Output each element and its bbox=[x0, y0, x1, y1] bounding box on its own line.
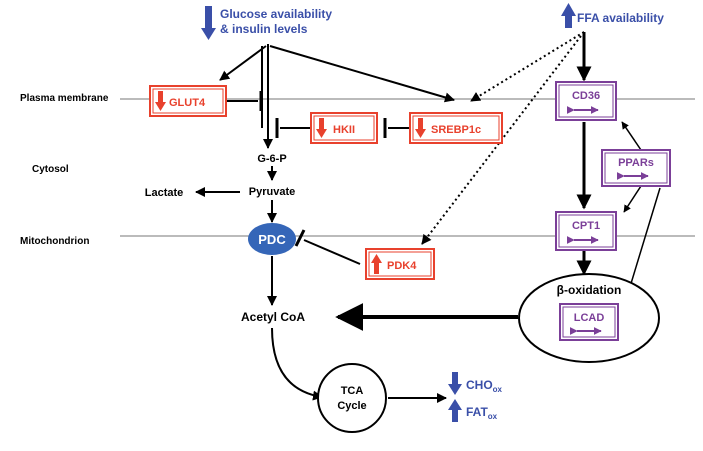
srebp1c-label: SREBP1c bbox=[431, 124, 481, 136]
pdk4-label: PDK4 bbox=[387, 260, 417, 272]
fat-up-arrow-icon bbox=[448, 399, 462, 422]
acetyl-coa-label: Acetyl CoA bbox=[241, 310, 305, 324]
hkii-box: HKII bbox=[310, 112, 378, 144]
lcad-box: LCAD bbox=[559, 303, 619, 341]
cho-text: CHO bbox=[466, 378, 493, 392]
pdc-node bbox=[248, 223, 296, 255]
ppars-to-cd36-arrow bbox=[621, 121, 642, 151]
fat-label: FATox bbox=[466, 405, 498, 421]
tca-label-line2: Cycle bbox=[337, 400, 366, 412]
glucose-label-line1: Glucose availability bbox=[220, 7, 332, 21]
ffa-up-arrow-icon bbox=[561, 3, 576, 28]
fat-subscript: ox bbox=[488, 412, 498, 421]
srebp1c-down-arrow-icon bbox=[415, 118, 426, 138]
cd36-box: CD36 bbox=[555, 81, 617, 121]
ppars-to-lcad-arrow bbox=[624, 187, 661, 301]
pdc-label: PDC bbox=[258, 232, 286, 247]
pdk4-inhibit-line bbox=[303, 239, 361, 265]
lcad-label: LCAD bbox=[574, 312, 605, 324]
tca-label-line1: TCA bbox=[341, 385, 364, 397]
pdk4-box: PDK4 bbox=[365, 248, 435, 280]
acetylcoa-to-tca-arrow bbox=[271, 327, 323, 401]
label-plasma-membrane: Plasma membrane bbox=[20, 93, 109, 104]
tca-cycle-circle bbox=[317, 363, 387, 433]
glucose-to-srebp1c-arrow bbox=[269, 45, 455, 103]
g6p-label: G-6-P bbox=[257, 153, 286, 165]
srebp1c-box: SREBP1c bbox=[409, 112, 503, 144]
glucose-to-glut4-arrow bbox=[219, 45, 267, 81]
label-cytosol: Cytosol bbox=[32, 164, 69, 175]
label-mitochondrion: Mitochondrion bbox=[20, 236, 89, 247]
glut4-box: GLUT4 bbox=[149, 85, 227, 117]
pdk4-inhibit-bar bbox=[294, 229, 306, 247]
cho-subscript: ox bbox=[493, 385, 503, 394]
cd36-label: CD36 bbox=[572, 90, 600, 102]
pyruvate-label: Pyruvate bbox=[249, 186, 295, 198]
pdk4-up-arrow-icon bbox=[371, 254, 382, 274]
glucose-down-arrow-icon bbox=[201, 6, 216, 40]
cho-down-arrow-icon bbox=[448, 372, 462, 395]
hkii-label: HKII bbox=[333, 124, 355, 136]
ppars-label: PPARs bbox=[618, 157, 654, 169]
cpt1-box: CPT1 bbox=[555, 211, 617, 251]
fat-text: FAT bbox=[466, 405, 488, 419]
cpt1-label: CPT1 bbox=[572, 220, 600, 232]
cho-label: CHOox bbox=[466, 378, 503, 394]
glut4-label: GLUT4 bbox=[169, 97, 206, 109]
beta-oxidation-label: β-oxidation bbox=[557, 283, 622, 297]
glucose-label-line2: & insulin levels bbox=[220, 22, 308, 36]
glut4-down-arrow-icon bbox=[155, 91, 166, 111]
ffa-label: FFA availability bbox=[577, 11, 664, 25]
ppars-box: PPARs bbox=[601, 149, 671, 187]
lactate-label: Lactate bbox=[145, 187, 184, 199]
ffa-to-srebp1c-dotted bbox=[470, 31, 585, 102]
ppars-to-cpt1-arrow bbox=[623, 185, 642, 213]
hkii-down-arrow-icon bbox=[316, 118, 327, 138]
